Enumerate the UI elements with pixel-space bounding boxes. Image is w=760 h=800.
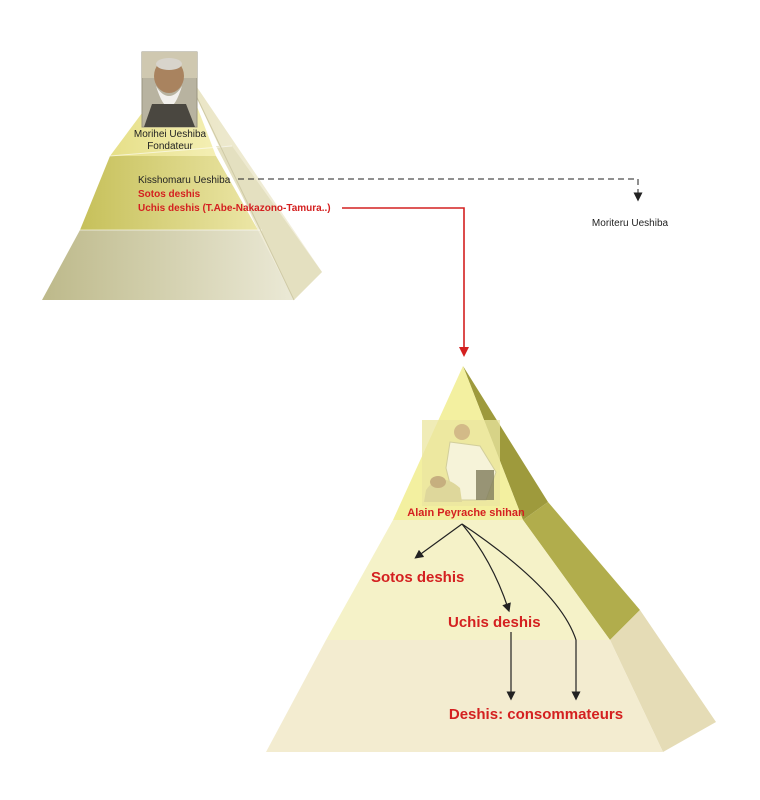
bottom-pyramid-side-top — [463, 366, 548, 520]
top-pyramid-tier2 — [80, 156, 258, 230]
dashed-connector — [238, 178, 643, 202]
consommateurs-label: Deshis: consommateurs — [449, 706, 623, 723]
arrow-to-uchis — [461, 523, 511, 613]
red-connector — [342, 207, 469, 357]
uchis-label: Uchis deshis — [448, 614, 541, 631]
bottom-pyramid: Alain Peyrache shihan Sotos deshis Uchis… — [266, 366, 716, 752]
instructor-photo — [422, 420, 500, 506]
founder-portrait — [141, 51, 198, 128]
bottom-pyramid-tier2 — [326, 520, 610, 640]
apex-label: Alain Peyrache shihan — [407, 507, 525, 519]
arrow-to-consommateurs-right — [461, 523, 581, 701]
founder-title: Fondateur — [147, 141, 193, 152]
bottom-pyramid-side-low — [610, 610, 716, 752]
arrow-to-sotos — [414, 523, 463, 559]
tier2-name: Kisshomaru Ueshiba — [138, 175, 231, 186]
top-pyramid-side-band — [216, 146, 322, 300]
lineage-arrows — [414, 523, 581, 701]
tier2-uchis: Uchis deshis (T.Abe-Nakazono-Tamura..) — [138, 203, 331, 214]
top-pyramid: Morihei Ueshiba Fondateur Kisshomaru Ues… — [42, 51, 331, 301]
tier2-sotos: Sotos deshis — [138, 189, 201, 200]
sotos-label: Sotos deshis — [371, 569, 464, 586]
bottom-pyramid-side-mid — [523, 502, 640, 640]
bottom-pyramid-tier3 — [266, 640, 663, 752]
moriteru-label: Moriteru Ueshiba — [592, 218, 669, 229]
founder-name: Morihei Ueshiba — [134, 129, 207, 140]
top-pyramid-tier3 — [42, 230, 294, 300]
